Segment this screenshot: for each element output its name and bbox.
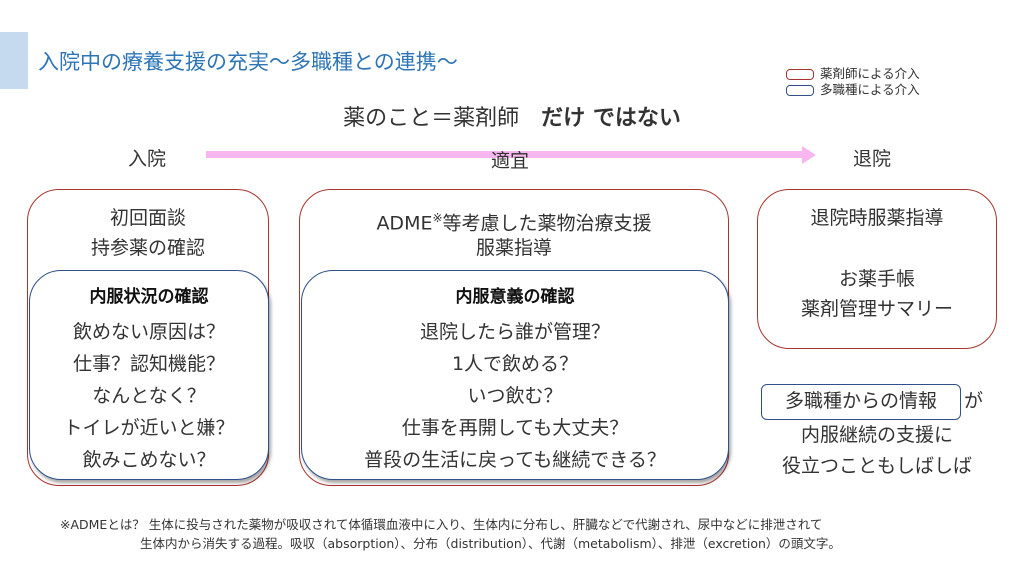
adme-note-mark: ※: [432, 211, 443, 225]
discharge-pharmacist-box: [757, 189, 997, 349]
info-line-2: 内服継続の支援に: [800, 424, 953, 446]
admission-inner-line-4: トイレが近いと嫌？: [63, 417, 235, 439]
legend-item-pharmacist: 薬剤師による介入: [786, 66, 920, 82]
title-accent-bar: [0, 32, 28, 89]
info-line-3: 役立つこともしばしば: [781, 455, 972, 477]
ongoing-multidisciplinary-box: [301, 270, 729, 480]
admission-inner-line-3: なんとなく？: [92, 385, 206, 407]
timeline-arrow-line: [206, 151, 804, 158]
subtitle-emphasis: だけ ではない: [541, 106, 681, 131]
admission-line-1: 初回面談: [109, 207, 186, 229]
legend-swatch-red: [786, 68, 814, 80]
multidisciplinary-info-box: 多職種からの情報: [761, 384, 961, 420]
ongoing-inner-line-4: 仕事を再開しても大丈夫？: [401, 417, 629, 439]
legend-label-multidisciplinary: 多職種による介入: [820, 82, 920, 97]
admission-inner-line-2: 仕事？認知機能？: [72, 353, 225, 375]
phase-admission-label: 入院: [128, 148, 167, 170]
discharge-line-2: お薬手帳: [838, 268, 915, 290]
ongoing-inner-line-2: 1人で飲める？: [451, 353, 579, 375]
admission-inner-line-1: 飲めない原因は？: [72, 321, 225, 343]
ongoing-line-1: ADME※等考慮した薬物治療支援: [299, 203, 729, 239]
timeline-arrow-head: [802, 146, 816, 164]
ongoing-line-1-rest: 等考慮した薬物治療支援: [442, 212, 652, 235]
legend-label-pharmacist: 薬剤師による介入: [820, 66, 920, 81]
ongoing-inner-line-1: 退院したら誰が管理？: [419, 321, 610, 343]
admission-line-2: 持参薬の確認: [90, 237, 205, 259]
subtitle: 薬のこと＝薬剤師 だけ ではない: [0, 100, 1024, 132]
info-suffix: が: [964, 390, 984, 412]
admission-inner-title: 内服状況の確認: [89, 287, 209, 307]
ongoing-inner-line-5: 普段の生活に戻っても継続できる？: [364, 449, 666, 471]
adme-text: ADME: [376, 212, 433, 235]
legend: 薬剤師による介入 多職種による介入: [786, 66, 920, 98]
discharge-line-3: 薬剤管理サマリー: [800, 298, 953, 320]
footnote-line-2: 生体内から消失する過程。吸収（absorption）、分布（distributi…: [140, 536, 841, 551]
subtitle-part1: 薬のこと＝薬剤師: [343, 106, 542, 131]
slide-title: 入院中の療養支援の充実～多職種との連携～: [38, 50, 458, 74]
ongoing-line-2: 服薬指導: [475, 237, 552, 259]
ongoing-inner-line-3: いつ飲む？: [467, 385, 563, 407]
legend-item-multidisciplinary: 多職種による介入: [786, 82, 920, 98]
legend-swatch-blue: [786, 84, 814, 96]
admission-inner-line-5: 飲みこめない？: [82, 449, 216, 471]
discharge-line-1: 退院時服薬指導: [810, 207, 944, 229]
phase-ongoing-label: 適宜: [491, 150, 530, 172]
phase-discharge-label: 退院: [853, 148, 892, 170]
ongoing-inner-title: 内服意義の確認: [455, 287, 575, 307]
footnote-line-1: ※ADMEとは？ 生体に投与された薬物が吸収されて体循環血液中に入り、生体内に分…: [60, 517, 823, 532]
admission-multidisciplinary-box: [29, 270, 269, 480]
